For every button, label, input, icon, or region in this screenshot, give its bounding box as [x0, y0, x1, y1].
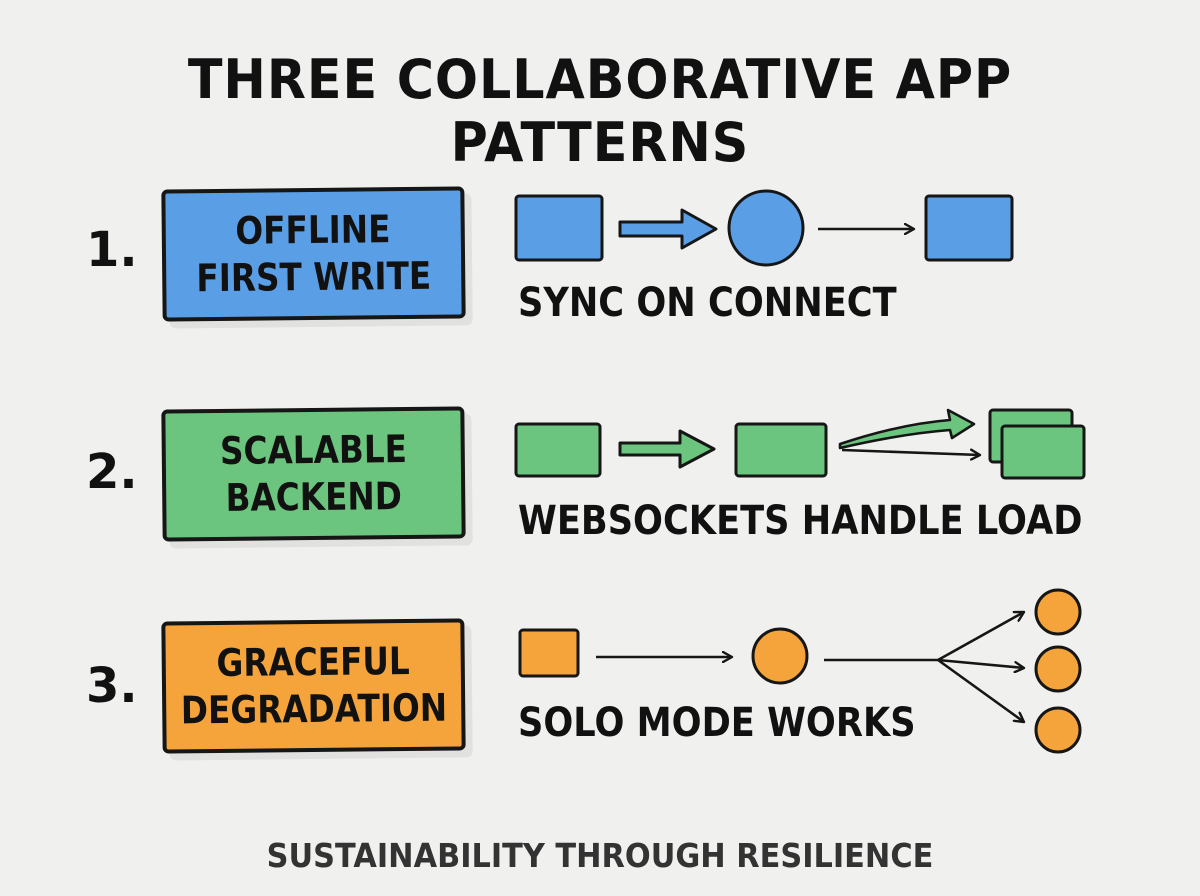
- flow-1-block-arrow: [618, 208, 718, 250]
- flow-2-upper-block-arrow: [838, 408, 976, 450]
- flow-3: [518, 588, 1082, 754]
- flow-1-circle-node: [727, 189, 805, 267]
- flow-3-fan-arrow-top: [937, 612, 1024, 662]
- flow-1: [514, 189, 1014, 267]
- flow-2: [514, 408, 1086, 480]
- flow-1-source-node: [514, 194, 604, 262]
- pattern-2-number: 2.: [86, 444, 138, 500]
- flow-3-target-node-1: [1034, 588, 1082, 636]
- flow-1-target-node: [924, 194, 1014, 262]
- flow-2-stack-front-node: [1000, 424, 1086, 480]
- flow-2-block-arrow: [618, 429, 716, 469]
- footer-tagline: SUSTAINABILITY THROUGH RESILIENCE: [266, 836, 934, 875]
- pattern-2-caption: WEBSOCKETS HANDLE LOAD: [518, 498, 1083, 544]
- flow-3-target-node-3: [1034, 706, 1082, 754]
- flow-3-source-node: [518, 628, 580, 678]
- flow-2-source-node: [514, 422, 602, 478]
- flow-2-middle-node: [734, 422, 828, 478]
- flow-2-lower-line-arrow: [841, 450, 980, 455]
- pattern-3-caption: SOLO MODE WORKS: [518, 700, 916, 746]
- pattern-1-caption: SYNC ON CONNECT: [518, 280, 897, 326]
- flow-3-target-node-2: [1034, 645, 1082, 693]
- flow-3-fan-arrow-middle: [937, 658, 1024, 668]
- flow-3-fan-arrow-bottom: [937, 658, 1024, 722]
- pattern-3-number: 3.: [86, 658, 138, 714]
- page-title: THREE COLLABORATIVE APP PATTERNS: [187, 48, 1013, 174]
- pattern-1-number: 1.: [86, 222, 138, 278]
- flow-3-circle-node: [751, 627, 809, 685]
